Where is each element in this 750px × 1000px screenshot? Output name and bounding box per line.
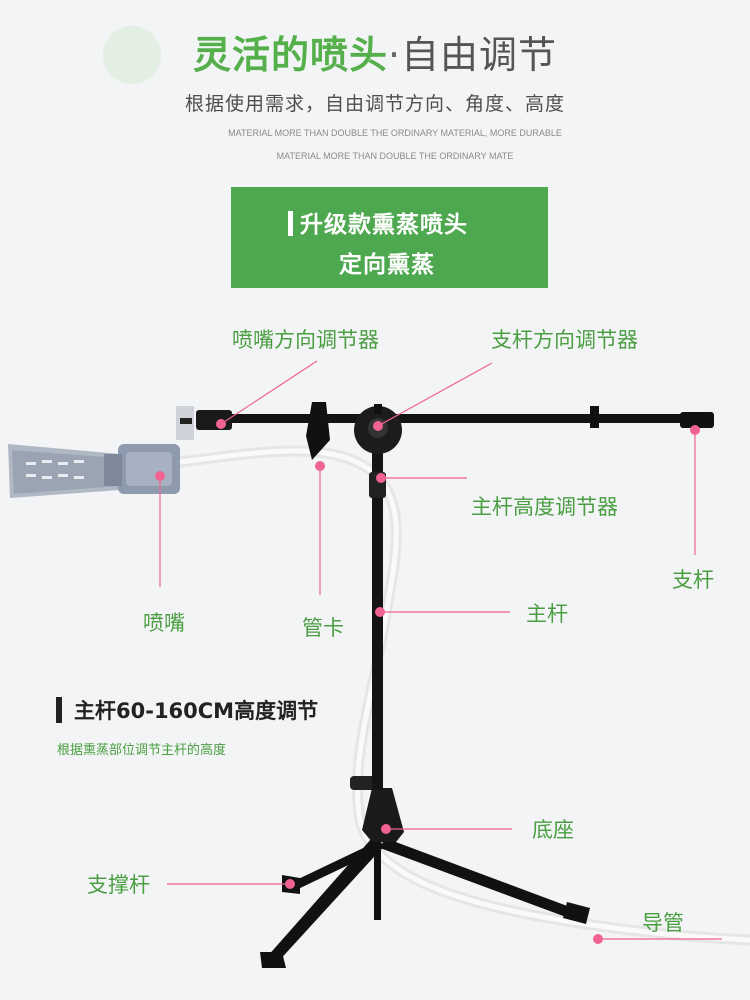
tube-clip [306,402,330,460]
title-highlight: 灵活的喷头 [192,33,388,77]
label-tube-clip: 管卡 [302,616,344,640]
arm-bar [200,414,700,423]
tripod-base-hub [362,788,404,842]
spec-subtitle: 根据熏蒸部位调节主杆的高度 [57,743,227,758]
decorative-circle [103,26,161,84]
label-support-legs: 支撑杆 [87,873,150,897]
english-caption-2: MATERIAL MORE THAN DOUBLE THE ORDINARY M… [276,151,514,161]
label-nozzle-adjuster: 喷嘴方向调节器 [232,328,379,352]
callout-markers [155,419,700,944]
label-base: 底座 [532,818,574,842]
page-title: 灵活的喷头·自由调节 [0,30,750,80]
banner-line-1: 升级款熏蒸喷头 [300,212,468,238]
page-subtitle: 根据使用需求，自由调节方向、角度、高度 [184,93,565,115]
title-separator: · [387,33,402,77]
label-main-height-adjuster: 主杆高度调节器 [471,495,618,519]
banner-line-2: 定向熏蒸 [339,252,435,278]
english-caption-1: MATERIAL MORE THAN DOUBLE THE ORDINARY M… [228,128,562,138]
tripod-legs [260,838,590,968]
feature-banner: 升级款熏蒸喷头 定向熏蒸 [231,187,548,288]
label-main-pole: 主杆 [526,602,568,626]
title-rest: 自由调节 [401,33,558,77]
nozzle-body [8,444,180,498]
label-nozzle: 喷嘴 [143,611,185,635]
label-guide-tube: 导管 [642,911,684,935]
label-arm-adjuster: 支杆方向调节器 [491,328,638,352]
spec-accent-bar [56,697,62,723]
banner-accent-bar [288,211,293,236]
spec-title: 主杆60-160CM高度调节 [74,699,319,723]
label-arm: 支杆 [672,568,714,592]
leader-lines [159,360,722,940]
